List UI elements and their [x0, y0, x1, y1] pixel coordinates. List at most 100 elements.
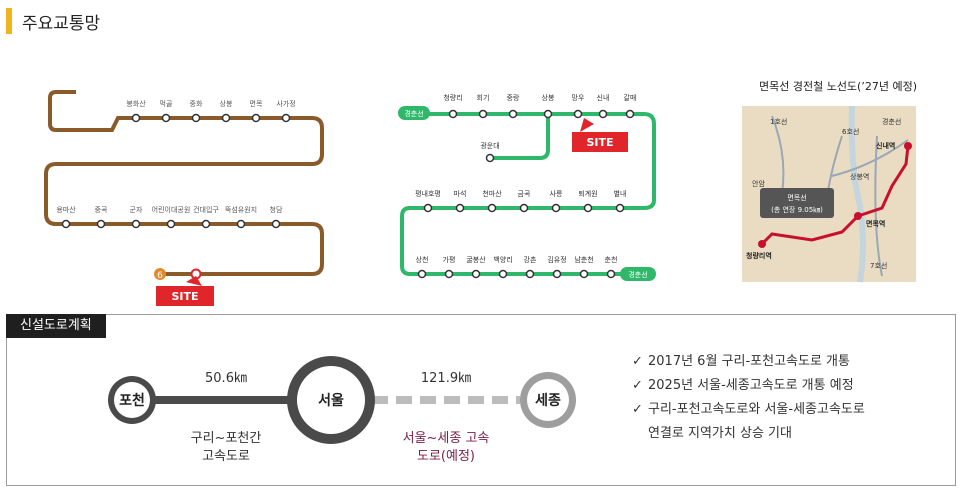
station-label: 춘천	[605, 255, 618, 264]
station-label: 굴봉산	[466, 255, 486, 264]
station-marker	[904, 142, 912, 150]
terminal-number: 6	[157, 271, 163, 281]
station-dot	[487, 203, 497, 213]
station-marker	[758, 240, 766, 248]
station-label: 회기	[477, 93, 490, 102]
gyeongchun-stations-row1: 청량리 회기 중랑 상봉 망우 신내 갈매	[443, 93, 637, 119]
gyeongchun-stations-row3: 상천 가평 굴봉산 백양리 강촌 김유정 남춘천 춘천	[416, 255, 618, 279]
station-dot	[131, 219, 141, 229]
station-label: 사가정	[276, 99, 295, 108]
checklist-item: ✓ 2025년 서울-세종고속도로 개통 예정	[632, 374, 865, 398]
station-dot	[552, 269, 562, 279]
station-label: 마석	[454, 189, 467, 198]
checklist-continuation: 연결로 지역가치 상승 기대	[648, 426, 792, 441]
line7-diagram: 6 봉화산 먹골 중화 상봉 면목 사가정 용마산 중곡 군자 어린이대공원 건…	[44, 90, 324, 306]
station-label: 평내호평	[415, 189, 441, 198]
station-label: 중랑	[507, 94, 520, 102]
site-badge	[156, 286, 214, 306]
site-badge-text: SITE	[586, 136, 613, 149]
station-dot	[61, 219, 71, 229]
station-label: 상천	[416, 255, 429, 264]
distance-1: 50.6㎞	[205, 371, 247, 386]
map-label: 면목역	[866, 219, 885, 228]
checklist-text: 2025년 서울-세종고속도로 개통 예정	[648, 378, 854, 393]
node-sejong-inner	[527, 379, 569, 421]
station-label: 신내	[597, 93, 610, 102]
station-dot	[615, 203, 625, 213]
site-pointer	[186, 276, 202, 286]
road-plan-label: 신설도로계획	[6, 314, 106, 338]
station-dot	[583, 203, 593, 213]
station-dot	[251, 113, 261, 123]
map-line7	[874, 135, 883, 277]
myeonmok-map: 면목선 경전철 노선도(’27년 예정) 1호선 6호선 경춘선 신내역 상봉역…	[742, 80, 917, 283]
check-icon: ✓	[632, 354, 643, 369]
site-badge	[572, 132, 628, 152]
station-dot	[221, 113, 231, 123]
station-label: 백양리	[493, 255, 512, 264]
station-label: 갈매	[624, 94, 637, 102]
map-label: 안암	[752, 179, 765, 188]
station-label: 중곡	[95, 206, 108, 214]
page-title: 주요교통망	[22, 14, 101, 34]
station-dot	[96, 219, 106, 229]
station-dot	[543, 109, 553, 119]
node-pocheon-label: 포천	[119, 393, 145, 409]
station-label: 상봉	[542, 93, 555, 102]
line7-stations-row1: 봉화산 먹골 중화 상봉 면목 사가정	[126, 99, 296, 123]
station-label: 면목	[250, 99, 263, 108]
station-label: 사릉	[550, 189, 563, 198]
station-dot	[271, 219, 281, 229]
road-diagram: 포천 서울 세종 50.6㎞ 121.9㎞ 구리~포천간 고속도로 서울~세종 …	[108, 356, 576, 464]
station-dot	[201, 219, 211, 229]
station-label: 먹골	[160, 99, 173, 108]
checklist: ✓ 2017년 6월 구리-포천고속도로 개통 ✓ 2025년 서울-세종고속도…	[632, 350, 865, 446]
map-title: 면목선 경전철 노선도(’27년 예정)	[759, 80, 917, 93]
station-dot	[573, 109, 583, 119]
station-label: 남춘천	[574, 255, 593, 264]
site-badge-text: SITE	[171, 290, 198, 303]
map-label: 1호선	[770, 117, 787, 126]
station-dot	[444, 269, 454, 279]
station-dot	[423, 203, 433, 213]
station-dot	[606, 269, 616, 279]
caption-2-line1: 서울~세종 고속	[403, 431, 490, 446]
line-callout-title: 면목선	[787, 193, 806, 202]
map-label: 신내역	[876, 141, 895, 150]
station-label: 청량리	[443, 93, 462, 102]
station-marker	[854, 212, 862, 220]
route-tag-end-text: 경춘선	[628, 270, 647, 279]
gyeongchun-diagram: 경춘선 경춘선 청량리 회기 중랑 상봉 망우 신내 갈매 광운대 SITE 평…	[398, 93, 656, 281]
station-dot	[448, 109, 458, 119]
caption-2-line2: 도로(예정)	[417, 449, 475, 464]
station-dot	[471, 269, 481, 279]
station-label: 가평	[443, 255, 456, 264]
distance-2: 121.9㎞	[421, 371, 471, 386]
station-dot	[417, 269, 427, 279]
station-label: 광운대	[480, 142, 499, 150]
map-gyeongchun-line	[831, 139, 909, 177]
node-seoul-label: 서울	[318, 392, 344, 409]
station-label: 금곡	[518, 190, 531, 198]
map-label: 경춘선	[882, 117, 901, 126]
node-pocheon-inner	[114, 382, 150, 418]
station-label: 뚝섬유원지	[225, 205, 257, 214]
checklist-text: 2017년 6월 구리-포천고속도로 개통	[648, 354, 850, 369]
station-dot	[598, 109, 608, 119]
station-label: 군자	[130, 205, 143, 214]
station-dot	[551, 203, 561, 213]
site-pointer	[580, 118, 594, 132]
station-dot	[625, 109, 635, 119]
station-label: 용마산	[56, 205, 76, 214]
station-label: 망우	[572, 93, 585, 102]
station-dot	[478, 109, 488, 119]
checklist-item: ✓ 2017년 6월 구리-포천고속도로 개통	[632, 350, 865, 374]
station-label: 김유정	[547, 255, 566, 264]
caption-1-line1: 구리~포천간	[191, 431, 262, 446]
station-label: 청담	[270, 205, 283, 214]
station-dot	[455, 203, 465, 213]
station-dot	[281, 113, 291, 123]
map-river	[848, 105, 866, 283]
station-label: 퇴계원	[578, 189, 597, 198]
gyeongchun-stations-row2: 평내호평 마석 천마산 금곡 사릉 퇴계원 별내	[415, 189, 626, 213]
